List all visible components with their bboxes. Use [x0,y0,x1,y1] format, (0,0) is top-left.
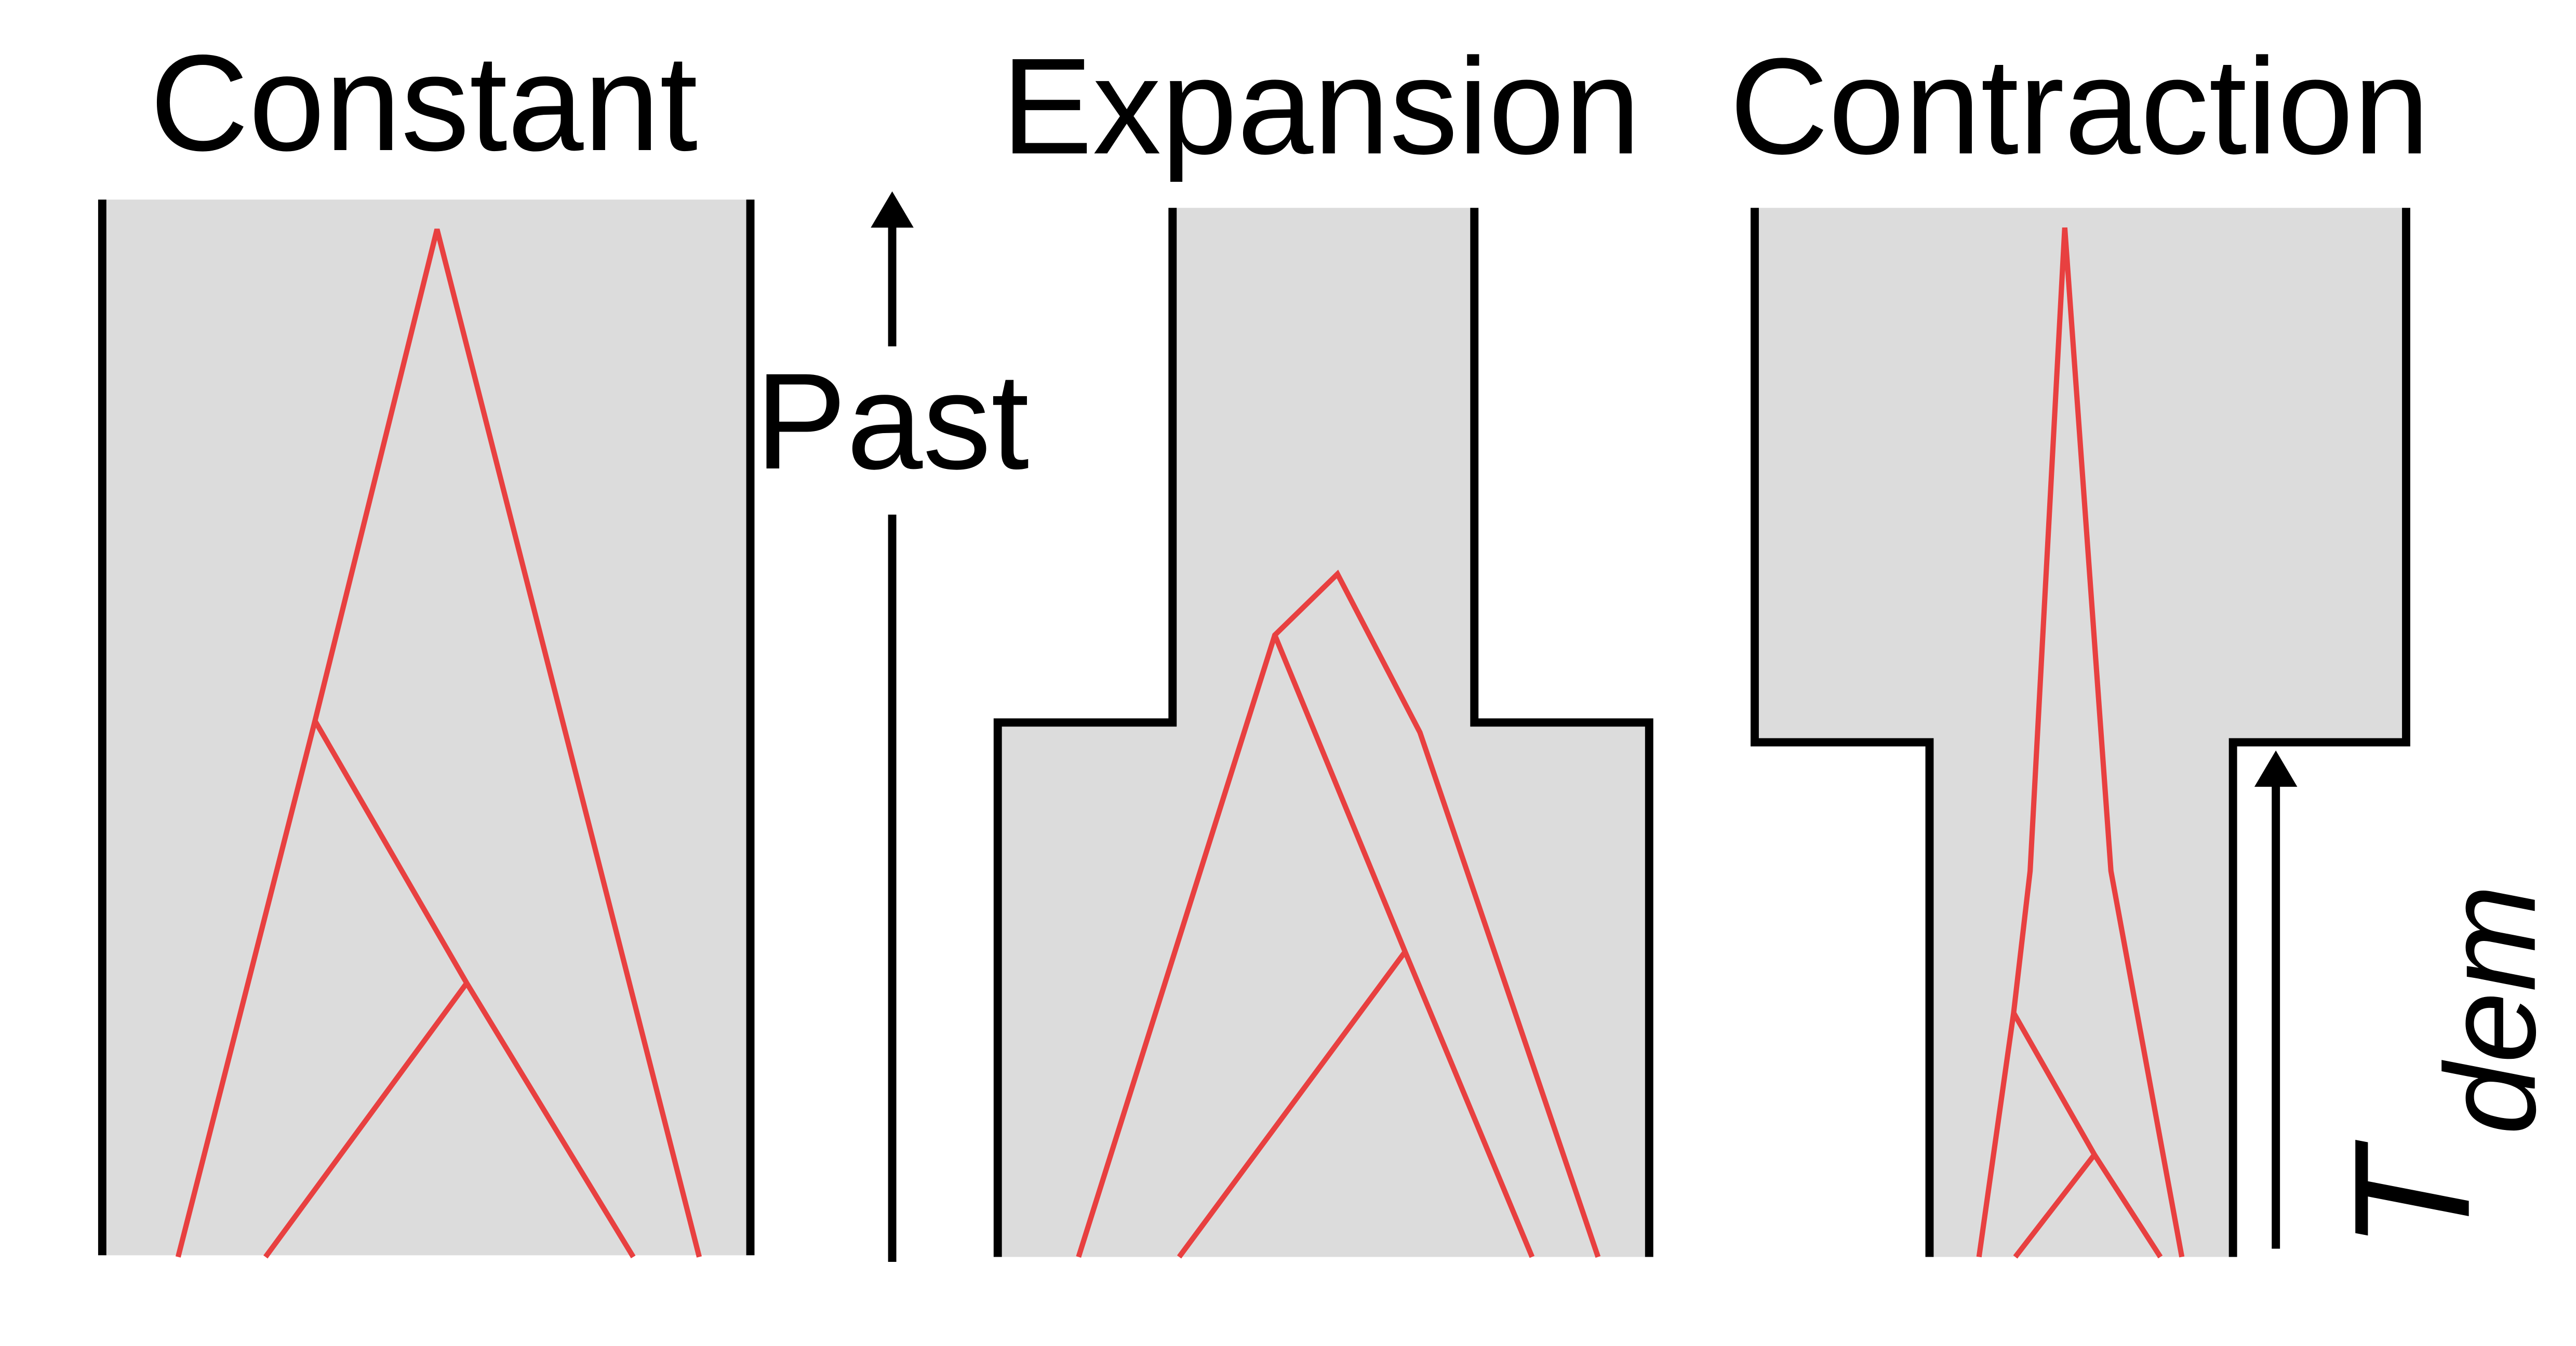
lineage [2011,1011,2163,1259]
expansion-left-boundary [993,208,1177,1257]
lineage [2013,1153,2097,1259]
constant-genealogy [175,228,702,1259]
time-axis-label: Past [755,344,1030,497]
arrow-up-icon [871,191,914,228]
arrow-up-icon [2254,750,2298,787]
contraction-right-boundary [2228,208,2410,1257]
demography-time-symbol: T [2320,1139,2504,1250]
expansion-population-area [997,208,1649,1257]
contraction-population-area [1754,208,2406,1257]
demography-time-label: T dem [2320,884,2562,1250]
expansion-title: Expansion [1002,29,1641,183]
lineage [1177,950,1407,1259]
contraction-panel: Contraction [1730,29,2430,1259]
constant-panel: Constant [98,26,755,1259]
expansion-panel: Expansion [993,29,1653,1259]
constant-title: Constant [150,26,699,179]
expansion-genealogy [1076,570,1601,1259]
lineage [1976,227,2185,1258]
demography-time-subscript: dem [2419,884,2562,1135]
contraction-left-boundary [1751,208,1934,1257]
constant-population-area [102,199,751,1256]
expansion-right-boundary [1470,208,1653,1257]
contraction-title: Contraction [1730,29,2430,182]
time-axis: Past [755,191,1030,1262]
lineage [263,981,469,1259]
lineage [1076,570,1601,1258]
contraction-genealogy [1976,227,2185,1259]
lineage [175,228,702,1258]
